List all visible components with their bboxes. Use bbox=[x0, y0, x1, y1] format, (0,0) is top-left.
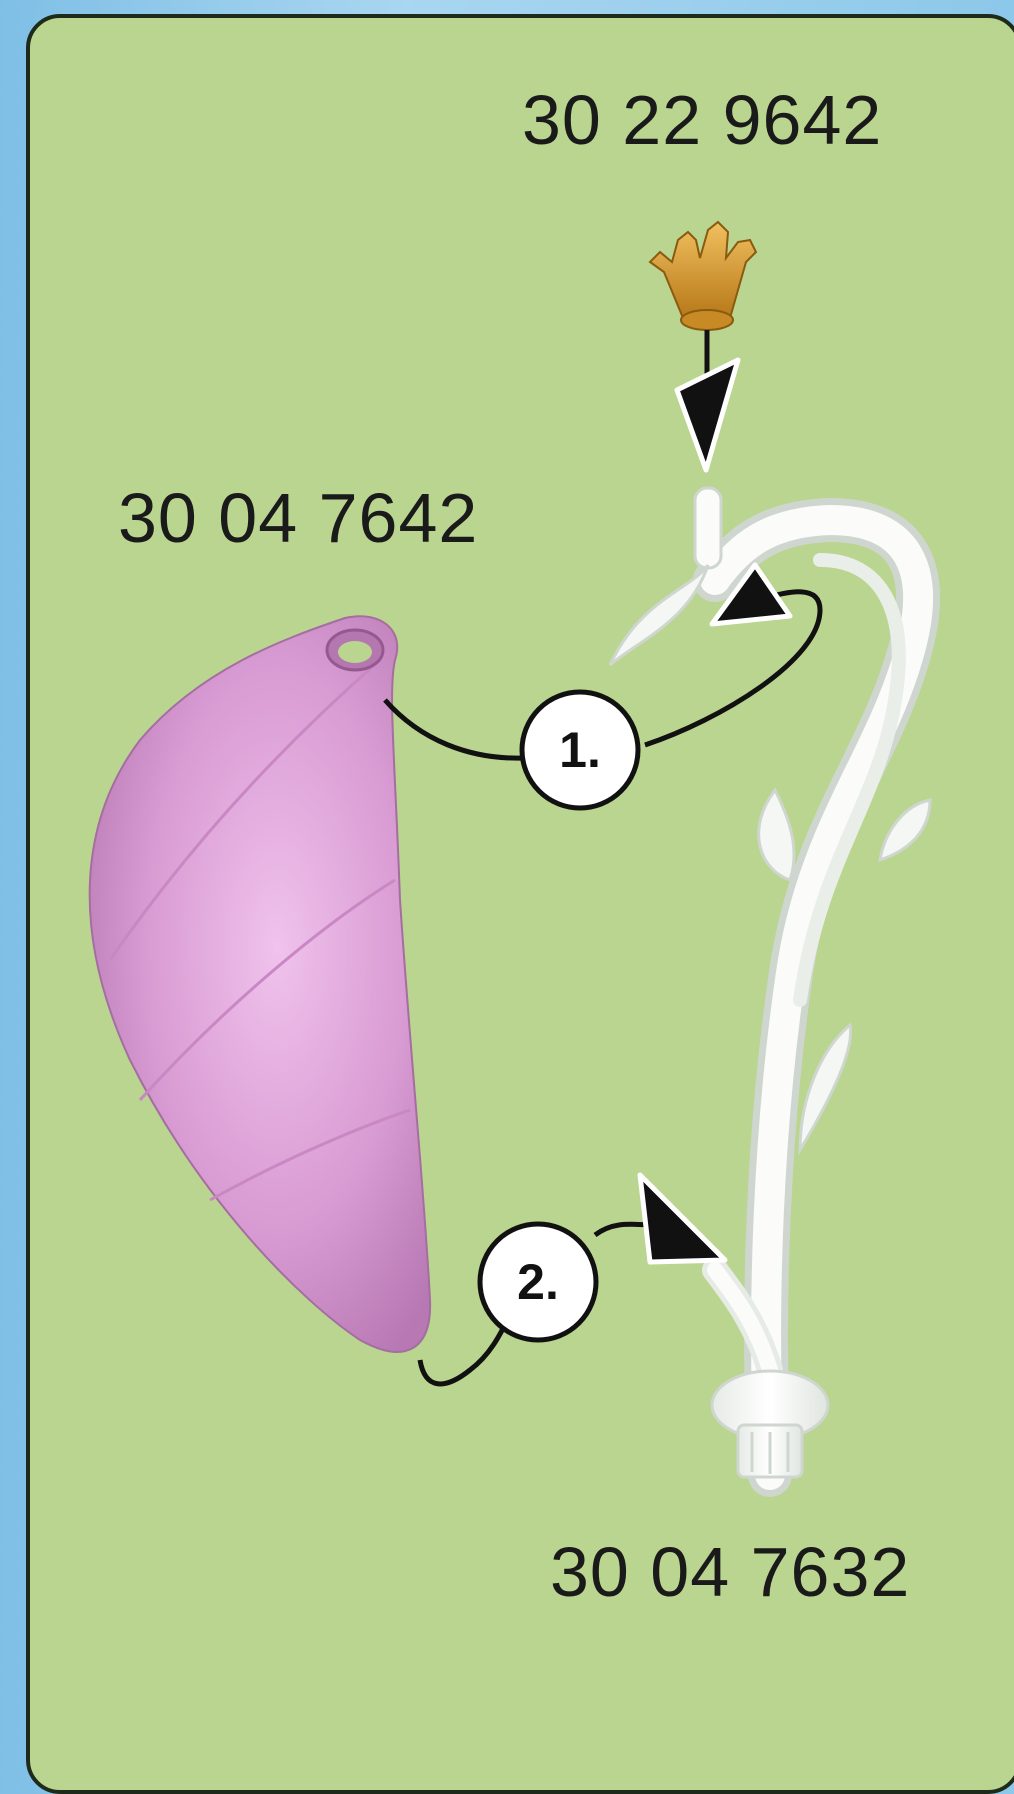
step-1-label: 1. bbox=[559, 722, 601, 778]
step-1-badge: 1. bbox=[522, 692, 638, 808]
stem-piece bbox=[610, 488, 930, 1477]
petal-piece bbox=[90, 616, 430, 1352]
step-1-connector-left bbox=[385, 700, 525, 758]
crown-arrow-icon bbox=[677, 360, 738, 470]
step-2-badge: 2. bbox=[480, 1224, 596, 1340]
step-2-arrow-icon bbox=[640, 1175, 725, 1262]
crown-piece bbox=[650, 222, 756, 330]
step-2-label: 2. bbox=[517, 1254, 559, 1310]
